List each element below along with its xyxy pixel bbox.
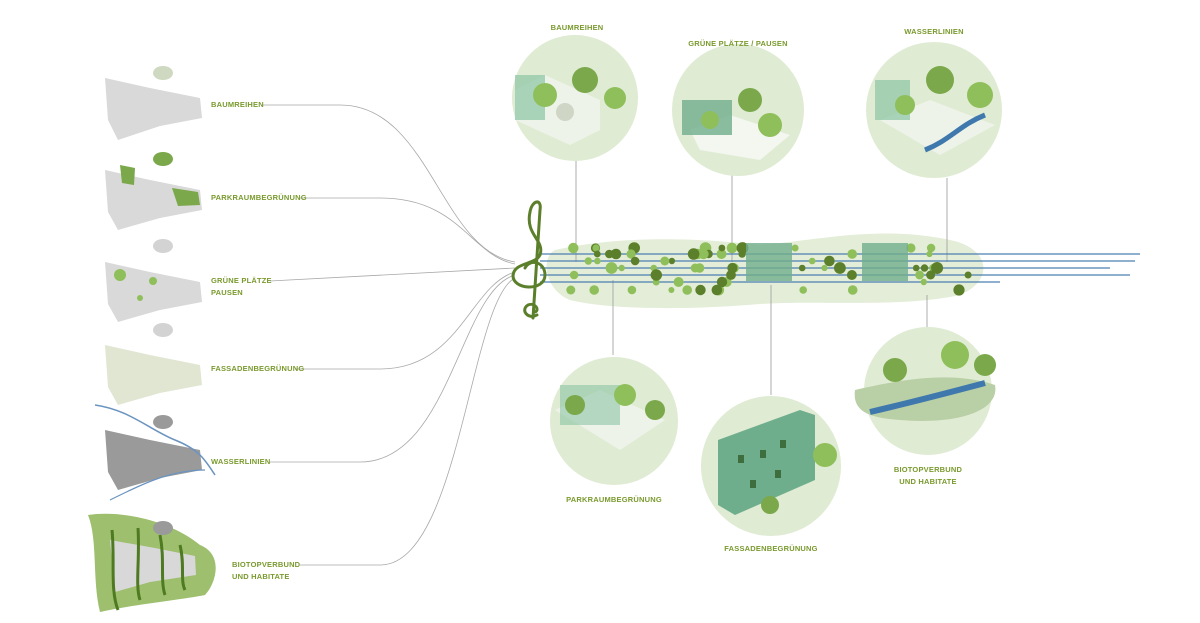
tree-note bbox=[718, 244, 726, 252]
tree-note bbox=[847, 249, 857, 259]
label-line: UND HABITATE bbox=[899, 477, 957, 486]
vignette-biotop bbox=[854, 327, 996, 455]
tree-note bbox=[906, 243, 916, 253]
vignette-label-fassaden: FASSADENBEGRÜNUNG bbox=[724, 544, 818, 553]
tree-note bbox=[668, 257, 676, 265]
tree-note bbox=[727, 262, 738, 274]
tree-note bbox=[566, 285, 576, 295]
tree-note bbox=[569, 270, 579, 280]
tree-note bbox=[694, 263, 705, 273]
layer-label-fassaden: FASSADENBEGRÜNUNG bbox=[211, 364, 305, 373]
tree-note bbox=[912, 264, 920, 272]
treble-clef-icon bbox=[511, 200, 547, 320]
tree-note bbox=[964, 271, 972, 279]
tree-note bbox=[834, 262, 846, 274]
tree-note bbox=[799, 286, 807, 294]
map-thumbnail-fassaden bbox=[105, 323, 202, 405]
map-thumbnail-baumreihen bbox=[105, 66, 202, 140]
label-line: BIOTOPVERBUND bbox=[893, 465, 963, 474]
tree-note bbox=[953, 284, 965, 296]
tree-note bbox=[808, 257, 816, 265]
tree-note bbox=[650, 269, 662, 281]
facade-block bbox=[862, 243, 908, 281]
facade-block bbox=[746, 243, 792, 281]
tree-note bbox=[695, 284, 706, 296]
map-thumbnail-gruene-plaetze bbox=[105, 239, 202, 322]
tree-note bbox=[920, 264, 929, 272]
tree-note bbox=[931, 262, 944, 274]
tree-note bbox=[682, 285, 692, 295]
tree-note bbox=[605, 262, 618, 274]
map-thumbnail-parkraum bbox=[105, 152, 202, 230]
tree-note bbox=[592, 244, 600, 252]
tree-note bbox=[687, 248, 700, 260]
vignette-label-gruene-plaetze: GRÜNE PLÄTZE / PAUSEN bbox=[688, 39, 788, 48]
tree-note bbox=[798, 264, 806, 272]
tree-note bbox=[926, 270, 936, 280]
tree-note bbox=[673, 277, 684, 287]
vignette-label-biotop: BIOTOPVERBUND UND HABITATE bbox=[894, 464, 962, 488]
label-line: GRÜNE PLÄTZE bbox=[211, 276, 272, 285]
label-line: BIOTOPVERBUND bbox=[232, 560, 301, 569]
vignette-wasserlinien bbox=[866, 42, 1002, 178]
tree-note bbox=[630, 256, 640, 266]
map-thumbnail-biotop bbox=[88, 513, 216, 612]
tree-note bbox=[791, 244, 799, 252]
tree-note bbox=[618, 264, 625, 272]
vignette-label-baumreihen: BAUMREIHEN bbox=[550, 23, 604, 32]
tree-note bbox=[821, 264, 828, 272]
connector-lines bbox=[262, 104, 516, 566]
vignette-baumreihen bbox=[512, 35, 638, 161]
layer-label-biotop: BIOTOPVERBUND UND HABITATE bbox=[232, 559, 300, 583]
tree-note bbox=[615, 251, 621, 257]
tree-note bbox=[926, 243, 936, 253]
tree-note bbox=[660, 256, 670, 266]
vignette-gruene-plaetze bbox=[672, 44, 804, 176]
layer-label-parkraum: PARKRAUMBEGRÜNUNG bbox=[211, 193, 307, 202]
tree-note bbox=[626, 249, 636, 259]
layer-label-wasserlinien: WASSERLINIEN bbox=[211, 457, 271, 466]
tree-note bbox=[594, 257, 601, 265]
tree-note bbox=[568, 242, 579, 254]
tree-notes bbox=[566, 242, 972, 296]
vignette-parkraum bbox=[550, 357, 678, 485]
tree-note bbox=[726, 242, 738, 254]
layer-label-gruene-plaetze: GRÜNE PLÄTZE PAUSEN bbox=[211, 275, 272, 299]
tree-note bbox=[711, 284, 723, 296]
vignette-label-parkraum: PARKRAUMBEGRÜNUNG bbox=[566, 495, 662, 504]
tree-note bbox=[847, 285, 858, 295]
tree-note bbox=[920, 278, 927, 286]
tree-note bbox=[736, 242, 749, 254]
tree-note bbox=[716, 249, 727, 259]
layer-label-baumreihen: BAUMREIHEN bbox=[211, 100, 264, 109]
tree-note bbox=[584, 257, 592, 265]
tree-note bbox=[699, 250, 707, 258]
tree-note bbox=[824, 255, 835, 267]
tree-note bbox=[593, 250, 601, 258]
tree-note bbox=[846, 270, 857, 280]
vignette-label-wasserlinien: WASSERLINIEN bbox=[904, 27, 964, 36]
tree-note bbox=[627, 285, 637, 295]
tree-note bbox=[915, 270, 924, 280]
map-thumbnail-wasserlinien bbox=[94, 404, 216, 501]
label-line: UND HABITATE bbox=[232, 572, 290, 581]
vignette-fassaden bbox=[701, 396, 841, 536]
tree-note bbox=[926, 250, 933, 258]
tree-note bbox=[716, 276, 728, 288]
tree-note bbox=[668, 287, 675, 293]
tree-note bbox=[589, 285, 599, 295]
label-line: PAUSEN bbox=[211, 288, 243, 297]
